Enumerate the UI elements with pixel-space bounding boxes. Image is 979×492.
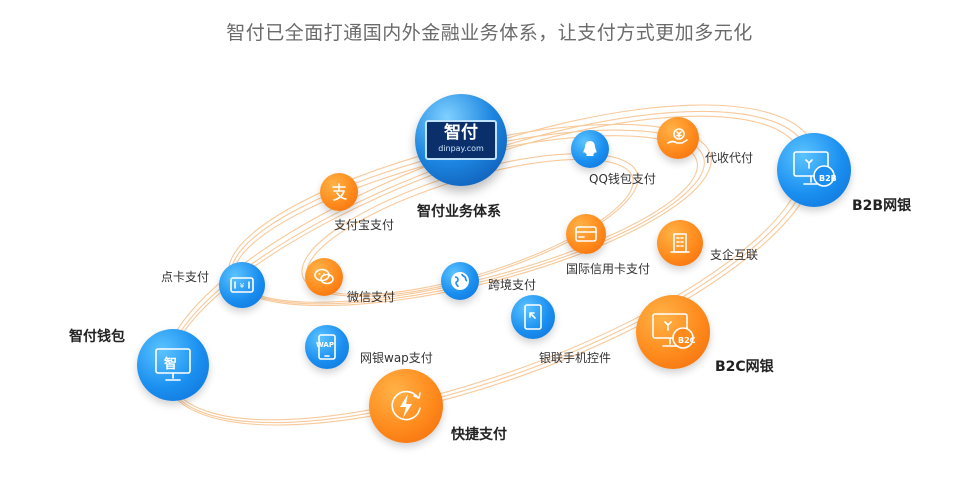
enterprise-node (657, 220, 703, 266)
building-icon (670, 233, 690, 253)
wechat-label: 微信支付 (347, 290, 396, 304)
wallet-glyph: 智 (164, 357, 178, 372)
logo-en: dinpay.com (438, 144, 484, 153)
qq-node (571, 130, 609, 168)
card-label: 点卡支付 (161, 270, 210, 284)
globe-icon (451, 272, 469, 290)
b2c-node: B2C (636, 295, 710, 369)
logo-cn: 智付 (444, 123, 478, 143)
wap-node: WAP (305, 325, 349, 369)
wallet-monitor-icon (155, 348, 191, 381)
b2c-label: B2C网银 (715, 359, 774, 375)
mobile-node (511, 295, 555, 339)
svg-text:¥: ¥ (240, 282, 245, 290)
intlcard-label: 国际信用卡支付 (566, 262, 651, 276)
dinpay-hub: 智付 dinpay.com (415, 94, 507, 186)
wap-label: 网银wap支付 (360, 351, 433, 365)
wap-phone-icon (318, 334, 336, 360)
qq-penguin-icon (583, 141, 597, 156)
page-title: 智付已全面打通国内外金融业务体系，让支付方式更加多元化 (226, 22, 753, 44)
wallet-label: 智付钱包 (69, 329, 125, 345)
wechat-node (305, 258, 343, 296)
crossborder-node (441, 262, 479, 300)
b2b-label: B2B网银 (852, 198, 912, 214)
wallet-node: 智 (137, 329, 209, 401)
b2c-monitor-icon (652, 313, 694, 349)
b2b-node: B2B (777, 133, 851, 207)
hand-coin-icon (667, 128, 688, 144)
collect-label: 代收代付 (705, 151, 754, 165)
b2c-badge: B2C (678, 336, 696, 345)
b2b-badge: B2B (819, 174, 837, 183)
b2b-monitor-icon (793, 151, 835, 187)
dinpay-logo: 智付 dinpay.com (425, 120, 497, 160)
alipay-label: 支付宝支付 (334, 218, 395, 232)
quick-node (369, 369, 443, 443)
crossborder-label: 跨境支付 (488, 278, 537, 292)
enterprise-label: 支企互联 (710, 248, 759, 262)
quick-label: 快捷支付 (451, 427, 507, 443)
intlcard-node (566, 214, 606, 254)
collect-node (657, 117, 699, 159)
card-node: ¥ (219, 262, 265, 308)
wap-badge: WAP (316, 341, 334, 349)
lightning-refresh-icon (391, 390, 421, 421)
credit-card-icon (575, 226, 597, 242)
qq-label: QQ钱包支付 (589, 172, 656, 186)
wechat-icon (314, 268, 334, 285)
alipay-node (320, 173, 358, 211)
hub-label: 智付业务体系 (417, 204, 501, 220)
card-icon: ¥ (230, 277, 254, 293)
mobile-phone-icon (524, 304, 542, 330)
mobile-label: 银联手机控件 (539, 351, 612, 365)
alipay-icon (332, 183, 347, 201)
